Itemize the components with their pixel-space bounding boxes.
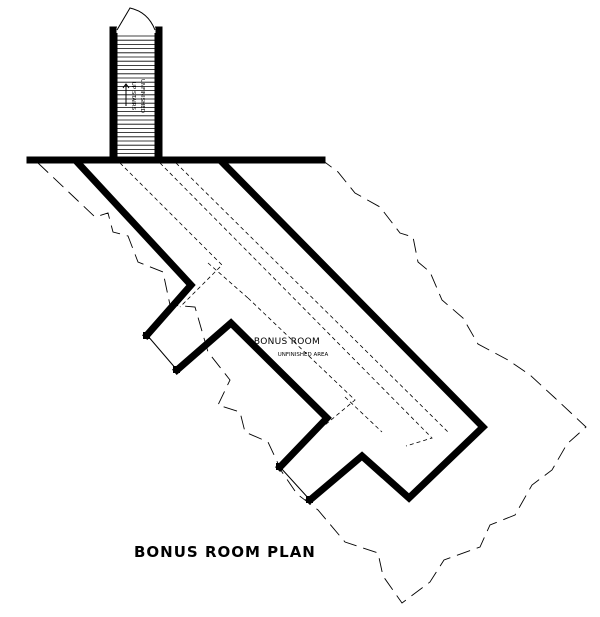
wall-end-marker [173, 366, 180, 373]
wall-end-marker [306, 496, 313, 503]
room-name-label: BONUS ROOM [254, 337, 320, 347]
window-upper [146, 334, 178, 371]
wall-end-marker [143, 332, 150, 339]
stair-up-label: UP STAIRS [130, 82, 136, 111]
plan-title: BONUS ROOM PLAN [134, 543, 316, 561]
wall-end-marker [276, 463, 283, 470]
stair-shaft [109, 26, 163, 164]
headroom-line-dormer [207, 262, 249, 299]
headroom-line-left [119, 162, 223, 308]
headroom-line-right [175, 162, 449, 433]
headroom-line-lower-dormer [344, 396, 383, 433]
stair-treads [117, 35, 155, 155]
wall-dormer-lower [218, 158, 488, 505]
arrow-up-icon [122, 83, 130, 106]
window-lower [279, 466, 311, 501]
stair-note-group: UNFINISHED [139, 79, 145, 113]
roof-overhang-outline [37, 159, 587, 604]
headroom-line-center [159, 162, 433, 447]
wall-dormer-upper [172, 318, 332, 472]
room-note-label: UNFINISHED AREA [278, 352, 329, 358]
headroom-line-lower [247, 297, 356, 426]
stair-label-group: UP STAIRS [130, 82, 136, 111]
wall-left-upper [73, 158, 196, 340]
stair-unfinished-label: UNFINISHED [139, 79, 145, 113]
door-swing-icon [116, 7, 156, 31]
